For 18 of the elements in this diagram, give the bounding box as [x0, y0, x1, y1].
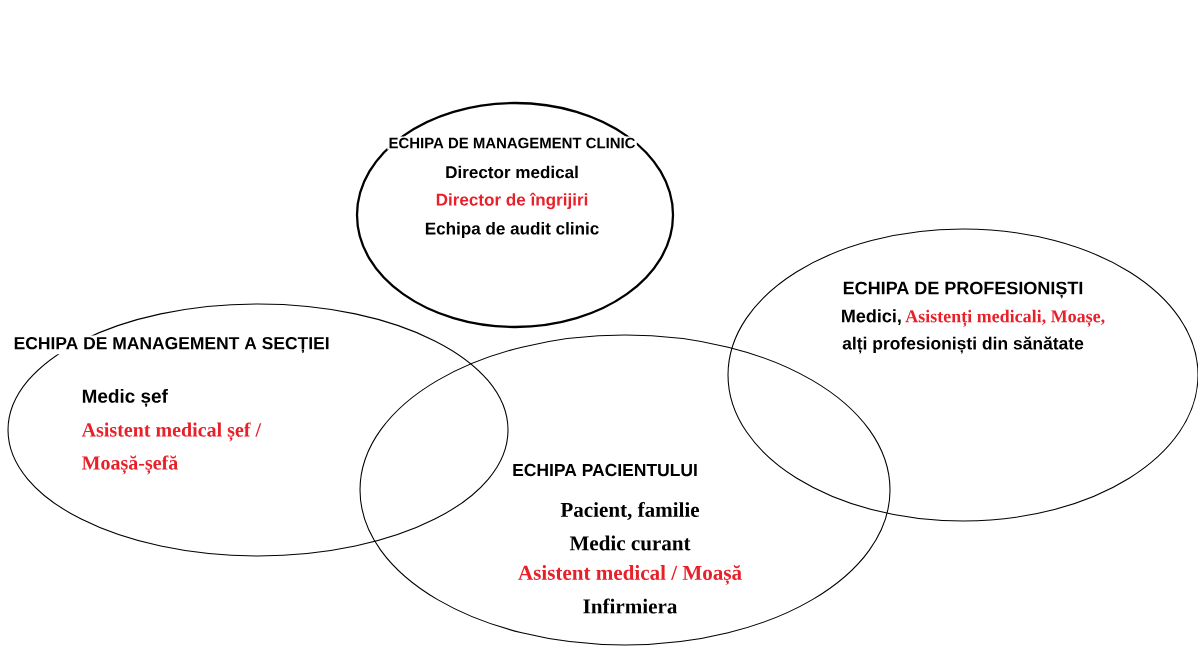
member-text: Moașă-șefă: [80, 454, 180, 476]
member-text: Infirmiera: [581, 597, 679, 615]
member-text: Asistent medical șef /: [80, 421, 263, 443]
member-text: Medici, Asistenți medicali, Moașe,: [842, 309, 1105, 327]
member-text: alți profesioniști din sănătate: [840, 335, 1086, 355]
member-text: Asistent medical / Moașă: [516, 563, 744, 587]
member-text: Echipa de audit clinic: [423, 220, 601, 240]
member-text: Pacient, familie: [559, 500, 701, 522]
team-ellipse: [355, 101, 675, 329]
team-heading: ECHIPA DE MANAGEMENT A SECȚIEI: [12, 335, 331, 355]
member-text: Medic șef: [80, 387, 170, 409]
team-ellipse: [7, 303, 509, 557]
member-text: Director de îngrijiri: [434, 191, 590, 211]
team-heading: ECHIPA DE MANAGEMENT CLINIC: [387, 136, 637, 150]
team-heading: ECHIPA DE PROFESIONIȘTI: [841, 280, 1085, 300]
team-heading: ECHIPA PACIENTULUI: [510, 462, 700, 478]
member-text: Director medical: [443, 164, 581, 180]
member-text: Medic curant: [568, 534, 692, 552]
